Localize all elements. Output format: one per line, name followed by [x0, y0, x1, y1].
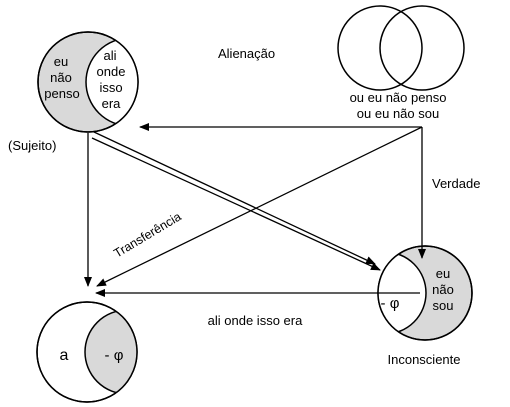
- top-left-left-line-2: não: [50, 70, 72, 85]
- bottom-right-right-line-3: sou: [433, 298, 454, 313]
- arrow-subject-to-inconsciente-1: [93, 131, 376, 265]
- arrow-subject-to-inconsciente-2: [91, 137, 381, 271]
- bottom-left-left-label: a: [60, 347, 69, 364]
- bottom-right-right-line-1: eu: [436, 266, 450, 281]
- sujeito-label: (Sujeito): [8, 138, 56, 153]
- alienacao-label: Alienação: [218, 46, 275, 61]
- top-left-right-line-4: era: [102, 96, 122, 111]
- bottom-left-right-label: - φ: [105, 347, 124, 364]
- top-left-right-line-1: ali: [103, 48, 116, 63]
- top-left-left-line-1: eu: [54, 54, 68, 69]
- top-left-right-line-3: isso: [99, 80, 122, 95]
- bottom-right-right-line-2: não: [432, 282, 454, 297]
- bottom-middle-label: ali onde isso era: [208, 313, 303, 328]
- inconsciente-label: Inconsciente: [388, 352, 461, 367]
- top-left-right-line-2: onde: [97, 64, 126, 79]
- arrow-top-right-to-bottom-left: [96, 126, 423, 287]
- verdade-label: Verdade: [432, 176, 480, 191]
- top-right-caption-line-2: ou eu não sou: [357, 106, 439, 121]
- top-left-circle: eu não penso ali onde isso era: [37, 31, 139, 133]
- bottom-left-circle: a - φ: [36, 301, 138, 403]
- top-left-left-line-3: penso: [44, 86, 79, 101]
- top-right-caption-line-1: ou eu não penso: [350, 90, 447, 105]
- transferencia-label: Transferência: [111, 209, 183, 260]
- top-right-venn: [337, 5, 465, 91]
- bottom-right-left-label: - φ: [381, 295, 400, 312]
